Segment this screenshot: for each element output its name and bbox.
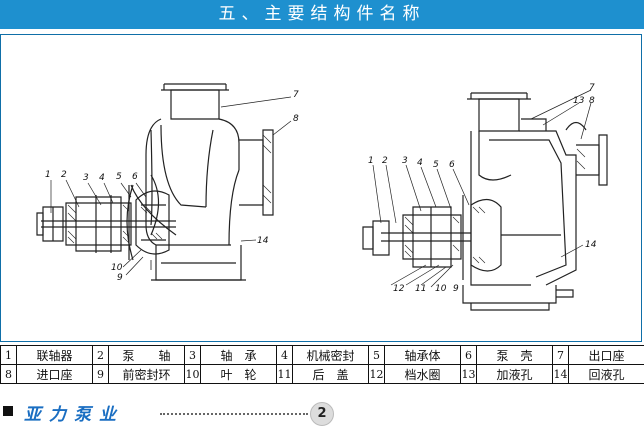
part-name: 泵 壳 bbox=[476, 345, 553, 365]
part-number: 13 bbox=[460, 364, 477, 384]
left-callout-labels: 1 2 3 4 5 6 7 8 9 10 14 bbox=[45, 90, 299, 283]
part-number: 4 bbox=[276, 345, 293, 365]
table-row: 8 进口座 9 前密封环 10 叶 轮 11 后 盖 12 档水圈 13 加液孔… bbox=[0, 364, 644, 384]
right-pump-drawing bbox=[362, 89, 608, 311]
pump-drawing-panel: 1 2 3 4 5 6 7 8 9 10 14 bbox=[0, 34, 642, 342]
part-number: 1 bbox=[0, 345, 17, 365]
callout-label: 14 bbox=[257, 236, 269, 246]
part-name: 叶 轮 bbox=[200, 364, 277, 384]
part-number: 7 bbox=[552, 345, 569, 365]
part-number: 8 bbox=[0, 364, 17, 384]
part-number: 11 bbox=[276, 364, 293, 384]
callout-label: 12 bbox=[393, 284, 405, 294]
table-row: 1 联轴器 2 泵 轴 3 轴 承 4 机械密封 5 轴承体 6 泵 壳 7 出… bbox=[0, 345, 644, 365]
callout-label: 3 bbox=[402, 156, 408, 166]
callout-label: 9 bbox=[117, 273, 123, 283]
callout-label: 7 bbox=[589, 83, 595, 93]
part-name: 轴 承 bbox=[200, 345, 277, 365]
part-number: 10 bbox=[184, 364, 201, 384]
part-number: 3 bbox=[184, 345, 201, 365]
part-number: 12 bbox=[368, 364, 385, 384]
callout-label: 14 bbox=[585, 240, 597, 250]
pump-cross-section-drawings: 1 2 3 4 5 6 7 8 9 10 14 bbox=[36, 83, 608, 311]
footer-square-bullet bbox=[3, 406, 13, 416]
parts-table: 1 联轴器 2 泵 轴 3 轴 承 4 机械密封 5 轴承体 6 泵 壳 7 出… bbox=[0, 345, 644, 384]
callout-label: 2 bbox=[382, 156, 388, 166]
callout-label: 3 bbox=[83, 173, 89, 183]
part-name: 出口座 bbox=[568, 345, 644, 365]
callout-label: 4 bbox=[99, 173, 105, 183]
callout-label: 13 bbox=[573, 96, 585, 106]
left-pump-drawing bbox=[36, 83, 292, 281]
callout-label: 10 bbox=[435, 284, 447, 294]
callout-label: 1 bbox=[45, 170, 51, 180]
part-name: 机械密封 bbox=[292, 345, 369, 365]
footer-brand-name: 亚力泵业 bbox=[24, 405, 124, 425]
part-name: 档水圈 bbox=[384, 364, 461, 384]
callout-label: 8 bbox=[589, 96, 595, 106]
part-number: 14 bbox=[552, 364, 569, 384]
part-name: 回液孔 bbox=[568, 364, 644, 384]
callout-label: 4 bbox=[417, 158, 423, 168]
part-name: 泵 轴 bbox=[108, 345, 185, 365]
part-name: 后 盖 bbox=[292, 364, 369, 384]
page-title: 五、主要结构件名称 bbox=[218, 4, 426, 24]
header-bar bbox=[0, 0, 644, 29]
callout-label: 1 bbox=[368, 156, 374, 166]
callout-label: 6 bbox=[449, 160, 455, 170]
callout-label: 5 bbox=[433, 160, 439, 170]
part-number: 6 bbox=[460, 345, 477, 365]
callout-label: 8 bbox=[293, 114, 299, 124]
part-name: 加液孔 bbox=[476, 364, 553, 384]
part-number: 9 bbox=[92, 364, 109, 384]
part-name: 联轴器 bbox=[16, 345, 93, 365]
part-number: 5 bbox=[368, 345, 385, 365]
page-number-badge: 2 bbox=[310, 402, 334, 426]
callout-label: 5 bbox=[116, 172, 122, 182]
callout-label: 2 bbox=[61, 170, 67, 180]
callout-label: 10 bbox=[111, 263, 123, 273]
part-name: 进口座 bbox=[16, 364, 93, 384]
part-name: 前密封环 bbox=[108, 364, 185, 384]
footer-dotted-leader bbox=[160, 413, 308, 415]
part-number: 2 bbox=[92, 345, 109, 365]
callout-label: 11 bbox=[415, 284, 426, 294]
callout-label: 7 bbox=[293, 90, 299, 100]
callout-label: 9 bbox=[453, 284, 459, 294]
right-callout-labels: 1 2 3 4 5 6 7 13 8 14 9 10 11 12 bbox=[368, 83, 597, 294]
part-name: 轴承体 bbox=[384, 345, 461, 365]
callout-label: 6 bbox=[132, 172, 138, 182]
